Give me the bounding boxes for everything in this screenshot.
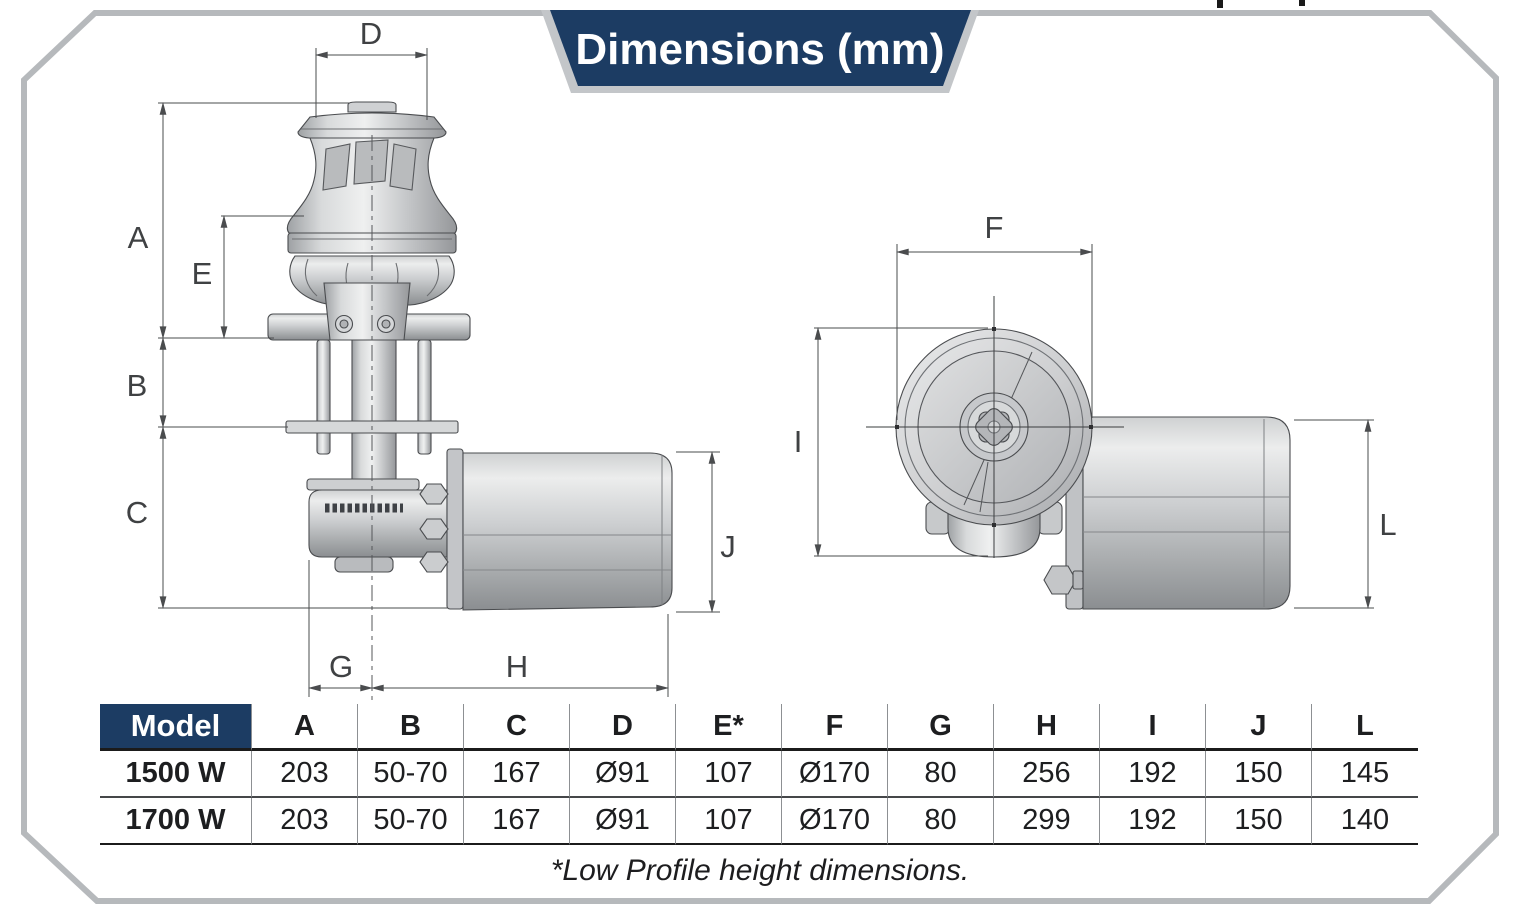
- table-cell: Ø170: [782, 751, 888, 798]
- dim-label-d: D: [360, 16, 382, 51]
- dim-label-b: B: [127, 368, 148, 403]
- motor-flange: [446, 448, 464, 610]
- table-cell: 167: [464, 751, 570, 798]
- motor-body: [462, 452, 673, 611]
- banner-title: Dimensions (mm): [575, 25, 944, 74]
- dim-label-j: J: [720, 529, 736, 564]
- col-header-g: G: [888, 704, 994, 751]
- table-cell: 150: [1206, 751, 1312, 798]
- front-view-dimensions: [814, 244, 1374, 610]
- side-view-dimensions: [158, 48, 720, 697]
- col-header-a: A: [252, 704, 358, 751]
- side-view-drawing: [267, 101, 673, 611]
- top-crop-marks: [1217, 0, 1305, 8]
- stud-left: [316, 339, 331, 455]
- dim-label-g: G: [329, 649, 353, 684]
- table-cell: 107: [676, 798, 782, 845]
- dimensions-table: Model A B C D E* F G H I J L 1500 W 203 …: [100, 704, 1418, 845]
- col-header-c: C: [464, 704, 570, 751]
- clutch-cone: [323, 282, 411, 341]
- dim-label-f: F: [985, 210, 1004, 245]
- col-header-b: B: [358, 704, 464, 751]
- col-header-l: L: [1312, 704, 1418, 751]
- dim-label-i: I: [794, 424, 803, 459]
- table-cell: 167: [464, 798, 570, 845]
- drum-whelp-slot: [353, 139, 389, 185]
- drive-shaft: [351, 335, 397, 487]
- col-header-j: J: [1206, 704, 1312, 751]
- stud-right: [417, 339, 432, 455]
- front-centerline-dots: [895, 327, 1093, 527]
- table-cell: 50-70: [358, 798, 464, 845]
- table-cell: 140: [1312, 798, 1418, 845]
- table-header-model: Model: [100, 704, 252, 751]
- table-cell: 80: [888, 751, 994, 798]
- col-header-d: D: [570, 704, 676, 751]
- table-cell: Ø170: [782, 798, 888, 845]
- table-cell: 192: [1100, 751, 1206, 798]
- front-view-drawing: [895, 328, 1291, 610]
- col-header-f: F: [782, 704, 888, 751]
- table-cell: 192: [1100, 798, 1206, 845]
- drum-top-knob: [347, 101, 397, 113]
- table-cell: 203: [252, 751, 358, 798]
- col-header-e: E*: [676, 704, 782, 751]
- model-name: 1700 W: [100, 798, 252, 845]
- dim-label-e: E: [192, 256, 213, 291]
- table-cell: 299: [994, 798, 1100, 845]
- table-cell: Ø91: [570, 751, 676, 798]
- table-cell: 80: [888, 798, 994, 845]
- col-header-i: I: [1100, 704, 1206, 751]
- dim-label-l: L: [1379, 507, 1396, 542]
- dim-label-a: A: [128, 220, 149, 255]
- flange-nut-icon: [419, 551, 449, 573]
- table-cell: 145: [1312, 751, 1418, 798]
- title-banner: Dimensions (mm): [541, 10, 979, 93]
- motor-body-front: [1082, 416, 1291, 610]
- table-cell: 150: [1206, 798, 1312, 845]
- flange-nut-icon: [419, 483, 449, 505]
- model-name: 1500 W: [100, 751, 252, 798]
- drum-top-flange: [297, 112, 447, 139]
- dim-label-c: C: [126, 495, 148, 530]
- table-cell: 256: [994, 751, 1100, 798]
- col-header-h: H: [994, 704, 1100, 751]
- dim-label-h: H: [506, 649, 528, 684]
- front-centerlines: [866, 296, 1124, 558]
- table-cell: Ø91: [570, 798, 676, 845]
- drum-whelp-slot: [389, 143, 417, 191]
- table-cell: 107: [676, 751, 782, 798]
- table-cell: 203: [252, 798, 358, 845]
- table-cell: 50-70: [358, 751, 464, 798]
- page-frame: [21, 10, 1499, 904]
- low-profile-footnote: *Low Profile height dimensions.: [550, 854, 970, 887]
- drum-whelp-slot: [322, 143, 351, 191]
- gearbox-flange: [306, 478, 420, 491]
- flange-nut-icon: [419, 518, 449, 540]
- gearbox-cap: [334, 556, 394, 573]
